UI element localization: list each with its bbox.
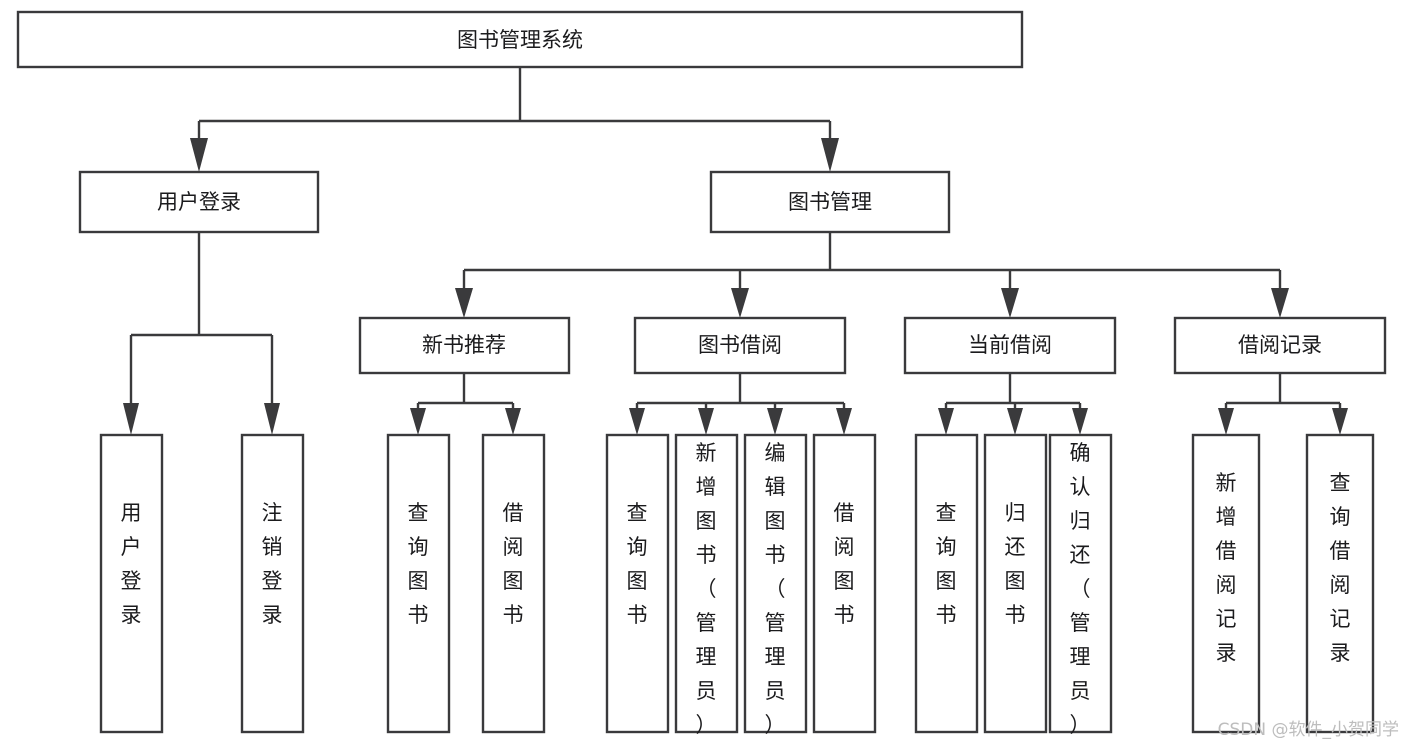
arrowhead-to-borrow-book <box>731 288 749 318</box>
node-borrow-record-box[interactable] <box>1173 316 1387 375</box>
leaf-node[interactable]: 查询图书 <box>914 433 979 734</box>
leaf-node[interactable]: 查询图书 <box>386 433 451 734</box>
leaf-box-8[interactable] <box>812 433 877 734</box>
arrowhead-to-new-book <box>455 288 473 318</box>
arrowhead-leaf-4 <box>505 408 521 435</box>
connector-group-book-manage <box>455 232 1289 318</box>
leaf-label-4: 借阅图书 <box>503 501 524 627</box>
arrowhead-to-current-borrow <box>1001 288 1019 318</box>
leaf-box-3[interactable] <box>386 433 451 734</box>
leaf-node[interactable]: 查询借阅记录 <box>1305 433 1375 734</box>
leaf-box-6[interactable] <box>674 433 739 734</box>
connector-group-root <box>190 67 839 172</box>
node-root-label: 图书管理系统 <box>457 28 583 52</box>
leaf-box-1[interactable] <box>99 433 164 734</box>
connector-group-current-borrow <box>938 373 1088 435</box>
node-current-borrow-label: 当前借阅 <box>968 333 1052 357</box>
leaf-box-4[interactable] <box>481 433 546 734</box>
leaf-box-13[interactable] <box>1305 433 1375 734</box>
node-book-borrow-box[interactable] <box>633 316 847 375</box>
node-current-borrow-box[interactable] <box>903 316 1117 375</box>
arrowhead-leaf-2 <box>264 403 280 435</box>
leaf-label-12: 新增借阅记录 <box>1216 471 1237 665</box>
leaf-node[interactable]: 注销登录 <box>240 433 305 734</box>
leaf-node[interactable]: 借阅图书 <box>812 433 877 734</box>
arrowhead-leaf-8 <box>836 408 852 435</box>
arrowhead-leaf-12 <box>1218 408 1234 435</box>
leaf-label-2: 注销登录 <box>262 501 283 627</box>
leaf-box-11[interactable] <box>1048 433 1113 734</box>
connector-group-borrow-record <box>1218 373 1348 435</box>
arrowhead-leaf-3 <box>410 408 426 435</box>
node-current-borrow[interactable]: 当前借阅 <box>903 316 1117 375</box>
connector-group-user-login <box>123 232 280 435</box>
node-book-manage-box[interactable] <box>709 170 951 234</box>
leaf-label-1: 用户登录 <box>121 501 142 627</box>
node-new-book-recommend[interactable]: 新书推荐 <box>358 316 571 375</box>
arrowhead-leaf-7 <box>767 408 783 435</box>
node-book-borrow[interactable]: 图书借阅 <box>633 316 847 375</box>
leaf-label-11: 确认归还（管理员） <box>1070 441 1091 737</box>
node-new-book-recommend-box[interactable] <box>358 316 571 375</box>
leaf-label-3: 查询图书 <box>408 501 429 627</box>
leaf-box-10[interactable] <box>983 433 1048 734</box>
node-book-borrow-label: 图书借阅 <box>698 333 782 357</box>
leaf-box-9[interactable] <box>914 433 979 734</box>
leaf-label-8: 借阅图书 <box>834 501 855 627</box>
leaf-label-6: 新增图书（管理员） <box>696 441 717 737</box>
leaf-label-13: 查询借阅记录 <box>1330 471 1351 665</box>
node-book-manage-label: 图书管理 <box>788 190 872 214</box>
leaf-box-12[interactable] <box>1191 433 1261 734</box>
arrowhead-leaf-11 <box>1072 408 1088 435</box>
leaf-box-5[interactable] <box>605 433 670 734</box>
leaf-node[interactable]: 归还图书 <box>983 433 1048 734</box>
node-borrow-record-label: 借阅记录 <box>1238 333 1322 357</box>
node-root[interactable]: 图书管理系统 <box>16 10 1024 69</box>
arrowhead-leaf-1 <box>123 403 139 435</box>
leaf-node[interactable]: 新增借阅记录 <box>1191 433 1261 734</box>
leaf-box-2[interactable] <box>240 433 305 734</box>
node-borrow-record[interactable]: 借阅记录 <box>1173 316 1387 375</box>
leaf-node[interactable]: 借阅图书 <box>481 433 546 734</box>
leaf-node[interactable]: 编辑图书（管理员） <box>743 433 808 737</box>
leaf-label-10: 归还图书 <box>1005 501 1026 627</box>
arrowhead-leaf-5 <box>629 408 645 435</box>
connector-group-new-book <box>410 373 521 435</box>
node-new-book-recommend-label: 新书推荐 <box>422 333 506 357</box>
connector-group-borrow-book <box>629 373 852 435</box>
node-book-manage[interactable]: 图书管理 <box>709 170 951 234</box>
arrowhead-leaf-13 <box>1332 408 1348 435</box>
arrowhead-leaf-9 <box>938 408 954 435</box>
arrowhead-leaf-6 <box>698 408 714 435</box>
node-user-login-label: 用户登录 <box>157 190 241 214</box>
leaf-box-7[interactable] <box>743 433 808 734</box>
arrowhead-to-book-manage <box>821 138 839 172</box>
leaf-node[interactable]: 查询图书 <box>605 433 670 734</box>
node-user-login[interactable]: 用户登录 <box>78 170 320 234</box>
arrowhead-to-user-login <box>190 138 208 172</box>
node-root-box[interactable] <box>16 10 1024 69</box>
arrowhead-to-borrow-record <box>1271 288 1289 318</box>
arrowhead-leaf-10 <box>1007 408 1023 435</box>
leaf-node[interactable]: 新增图书（管理员） <box>674 433 739 737</box>
leaf-node[interactable]: 用户登录 <box>99 433 164 734</box>
watermark-label: CSDN @软件_小贺同学 <box>1218 720 1399 740</box>
node-user-login-box[interactable] <box>78 170 320 234</box>
leaf-label-5: 查询图书 <box>627 501 648 627</box>
leaf-label-9: 查询图书 <box>936 501 957 627</box>
leaf-label-7: 编辑图书（管理员） <box>765 441 786 737</box>
leaf-node[interactable]: 确认归还（管理员） <box>1048 433 1113 737</box>
